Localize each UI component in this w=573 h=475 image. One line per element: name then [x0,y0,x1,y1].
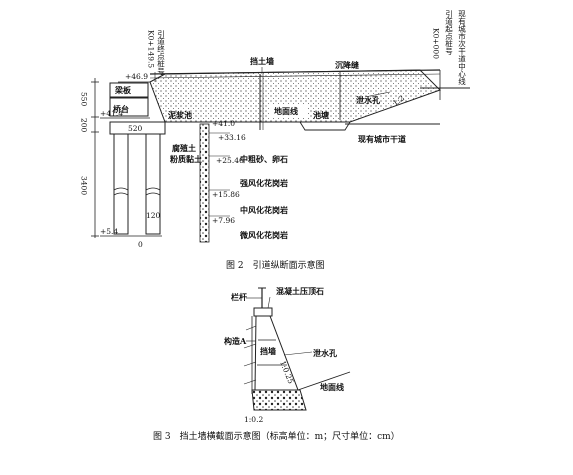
label-weak-granite: 微风化花岗岩 [239,230,288,240]
label-humus: 腐殖土 [172,143,196,153]
label-drain-hole: 泄水孔 [356,95,380,105]
label-station-start-note2: 现有城市次干道中心线 [457,10,466,86]
label-strong-granite: 强风化花岗岩 [240,178,288,188]
label-station-start: K0+000 [432,28,441,59]
elev-41-4: +41.4 [100,109,123,118]
wall-foundation [251,389,307,411]
label-station-end-note: 引道终点桩号 [156,30,165,77]
dim-550: 550 [80,92,89,107]
elev-41-0: +41.0 [212,119,235,128]
dim-3400: 3400 [80,176,89,195]
label-zero: 0 [138,240,143,249]
dim-520: 520 [128,124,143,133]
label-abutment: 桥台 [113,104,129,114]
label-pool-road: 池塘 [313,110,329,120]
label-sand-gravel: 中粗砂、卵石 [240,154,288,164]
label-ground-line: 地面线 [274,106,298,116]
dim-120: 120 [146,211,161,220]
label-beam-slab: 梁板 [114,85,132,95]
elev-5-4: +5.4 [100,227,118,236]
label-structure-a: 构造A [224,336,247,346]
label-existing-road: 现有城市干道 [358,134,406,144]
label-retaining-wall: 挡土墙 [250,56,274,66]
label-station-end: K0+149.5 [147,30,156,68]
label-mid-granite: 中风化花岗岩 [240,205,288,215]
label-ground-line-3: 地面线 [320,382,344,392]
label-slope-1-0-2: 1:0.2 [244,415,263,424]
figure2-caption: 图 2 引道纵断面示意图 [226,259,325,271]
label-railing: 栏杆 [231,292,247,302]
figure3-cross-section: 栏杆 混凝土压顶石 挡墙 构造A 1:0.25 泄水孔 地面线 1:0.2 图 … [153,286,400,442]
figure2-longitudinal-section: 550 200 3400 +46.9 梁板 桥台 +41.4 520 120 +… [80,10,470,271]
label-station-start-note1: 引道起点桩号 [444,10,453,57]
elev-25-46: +25.46 [216,156,244,165]
dim-200: 200 [80,118,89,133]
label-wall: 挡墙 [260,346,276,356]
label-coping: 混凝土压顶石 [276,286,324,296]
elev-46-9: +46.9 [125,72,148,81]
figure3-caption: 图 3 挡土墙横截面示意图（标高单位：m；尺寸单位：cm） [153,430,400,442]
elev-7-96: +7.96 [212,216,235,225]
elev-33-16: +33.16 [218,133,246,142]
label-settlement-joint: 沉降缝 [335,60,359,70]
elev-15-86: +15.86 [212,190,240,199]
borehole-column [199,123,210,243]
label-mud-pond: 泥浆池 [168,110,192,120]
label-silty-clay: 粉质黏土 [170,154,202,164]
label-drain-hole-3: 泄水孔 [313,348,337,358]
